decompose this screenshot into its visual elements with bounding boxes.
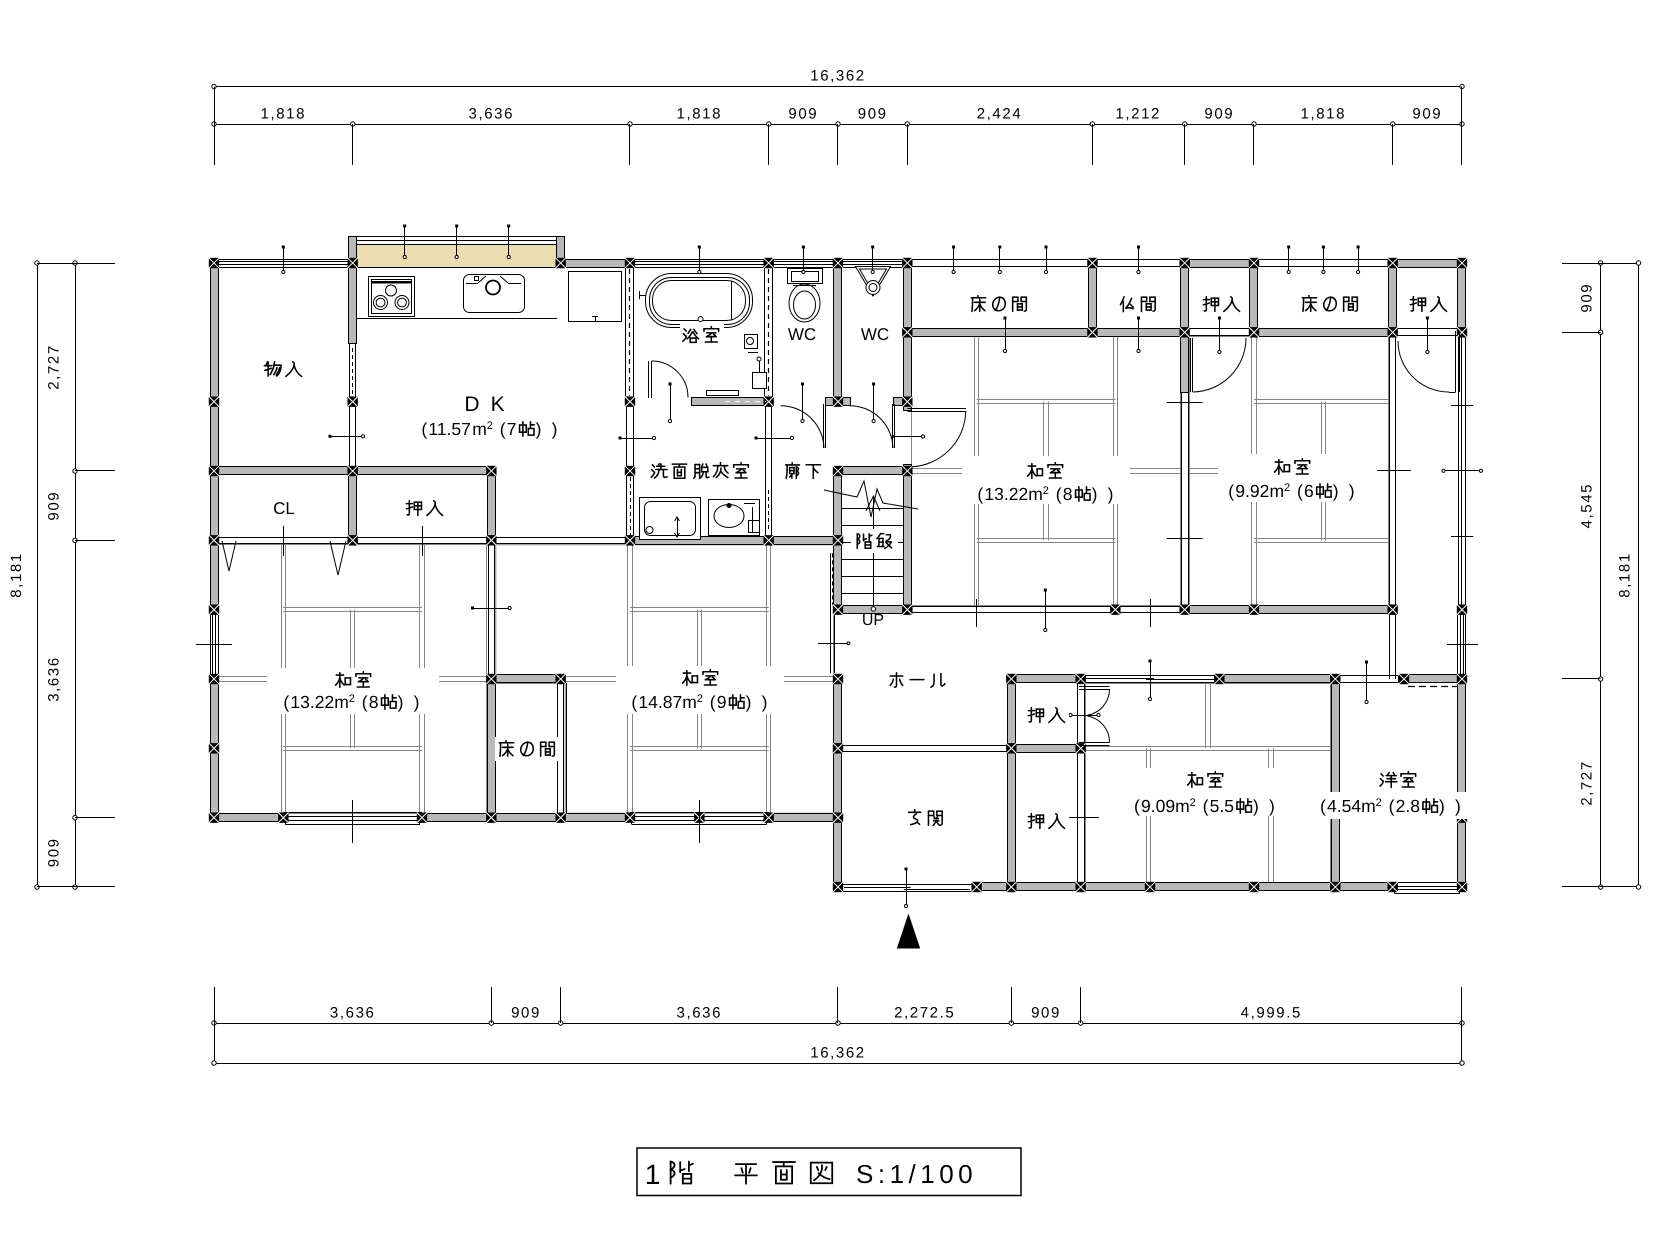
svg-text:(: ( bbox=[283, 692, 289, 712]
svg-text:(: ( bbox=[1203, 796, 1209, 816]
svg-text:m: m bbox=[1175, 796, 1190, 816]
svg-text:): ) bbox=[1333, 481, 1339, 501]
svg-text:11.57: 11.57 bbox=[428, 419, 471, 439]
svg-text:m: m bbox=[334, 692, 349, 712]
svg-text:(: ( bbox=[500, 419, 506, 439]
svg-text:): ) bbox=[536, 419, 542, 439]
svg-text:3,636: 3,636 bbox=[469, 106, 515, 123]
svg-text:(: ( bbox=[631, 692, 637, 712]
svg-text:m: m bbox=[1361, 796, 1376, 816]
svg-text:): ) bbox=[1455, 796, 1461, 816]
svg-text:909: 909 bbox=[45, 837, 62, 867]
svg-text:): ) bbox=[1092, 484, 1098, 504]
svg-text:2,424: 2,424 bbox=[977, 106, 1023, 123]
svg-text:909: 909 bbox=[46, 491, 63, 521]
svg-text:6: 6 bbox=[1304, 481, 1314, 501]
svg-text:4,999.5: 4,999.5 bbox=[1241, 1005, 1302, 1022]
svg-text:2: 2 bbox=[1190, 797, 1196, 809]
svg-text:(: ( bbox=[362, 692, 368, 712]
svg-text:): ) bbox=[1108, 484, 1114, 504]
svg-text:): ) bbox=[398, 692, 404, 712]
svg-text:2: 2 bbox=[1376, 797, 1382, 809]
svg-text:2,727: 2,727 bbox=[46, 344, 63, 390]
svg-text:): ) bbox=[762, 692, 768, 712]
svg-text:2: 2 bbox=[349, 693, 355, 705]
svg-text:8: 8 bbox=[369, 692, 379, 712]
svg-text:S:1/100: S:1/100 bbox=[856, 1159, 977, 1189]
svg-text:909: 909 bbox=[511, 1005, 541, 1022]
svg-text:3,636: 3,636 bbox=[330, 1005, 376, 1022]
svg-text:909: 909 bbox=[858, 106, 888, 123]
svg-text:2: 2 bbox=[487, 420, 493, 432]
svg-text:): ) bbox=[1349, 481, 1355, 501]
svg-text:9.92: 9.92 bbox=[1235, 481, 1269, 501]
svg-text:(: ( bbox=[710, 692, 716, 712]
svg-text:4.54: 4.54 bbox=[1327, 796, 1361, 816]
svg-text:16,362: 16,362 bbox=[810, 1045, 865, 1062]
svg-text:909: 909 bbox=[1412, 106, 1442, 123]
svg-text:): ) bbox=[1269, 796, 1275, 816]
svg-text:WC: WC bbox=[861, 325, 889, 344]
svg-text:909: 909 bbox=[1204, 106, 1234, 123]
svg-text:8,181: 8,181 bbox=[8, 552, 25, 598]
svg-text:2: 2 bbox=[1284, 482, 1290, 494]
svg-text:m: m bbox=[682, 692, 697, 712]
svg-text:): ) bbox=[1439, 796, 1445, 816]
svg-text:3,636: 3,636 bbox=[46, 656, 63, 702]
svg-text:CL: CL bbox=[273, 499, 295, 518]
svg-text:14.87: 14.87 bbox=[638, 692, 682, 712]
svg-text:UP: UP bbox=[862, 612, 884, 629]
svg-text:909: 909 bbox=[788, 106, 818, 123]
svg-text:2.8: 2.8 bbox=[1396, 796, 1420, 816]
svg-text:2,727: 2,727 bbox=[1579, 760, 1596, 806]
svg-text:(: ( bbox=[421, 419, 427, 439]
svg-text:8: 8 bbox=[1063, 484, 1073, 504]
svg-text:(: ( bbox=[1228, 481, 1234, 501]
svg-text:8,181: 8,181 bbox=[1617, 552, 1634, 598]
svg-text:1: 1 bbox=[645, 1159, 661, 1190]
svg-text:2,272.5: 2,272.5 bbox=[894, 1005, 955, 1022]
svg-text:16,362: 16,362 bbox=[810, 68, 865, 85]
svg-text:DK: DK bbox=[464, 393, 515, 416]
svg-text:1,212: 1,212 bbox=[1115, 106, 1161, 123]
svg-text:): ) bbox=[414, 692, 420, 712]
svg-text:(: ( bbox=[1320, 796, 1326, 816]
svg-text:9.09: 9.09 bbox=[1141, 796, 1175, 816]
svg-text:1,818: 1,818 bbox=[1301, 106, 1347, 123]
svg-text:1,818: 1,818 bbox=[261, 106, 307, 123]
svg-text:): ) bbox=[746, 692, 752, 712]
svg-text:1,818: 1,818 bbox=[677, 106, 723, 123]
svg-text:(: ( bbox=[1134, 796, 1140, 816]
svg-text:7: 7 bbox=[507, 419, 517, 439]
svg-text:): ) bbox=[1253, 796, 1259, 816]
svg-text:13.22: 13.22 bbox=[984, 484, 1028, 504]
svg-text:(: ( bbox=[977, 484, 983, 504]
svg-text:9: 9 bbox=[717, 692, 727, 712]
svg-text:m: m bbox=[472, 419, 487, 439]
svg-text:2: 2 bbox=[1043, 485, 1049, 497]
svg-text:5.5: 5.5 bbox=[1210, 796, 1234, 816]
svg-text:(: ( bbox=[1056, 484, 1062, 504]
svg-text:4,545: 4,545 bbox=[1579, 483, 1596, 529]
svg-text:(: ( bbox=[1389, 796, 1395, 816]
svg-text:WC: WC bbox=[788, 325, 816, 344]
svg-text:909: 909 bbox=[1579, 283, 1596, 313]
svg-text:909: 909 bbox=[1031, 1005, 1061, 1022]
svg-text:m: m bbox=[1028, 484, 1043, 504]
svg-text:(: ( bbox=[1297, 481, 1303, 501]
svg-text:13.22: 13.22 bbox=[290, 692, 334, 712]
svg-text:2: 2 bbox=[697, 693, 703, 705]
svg-text:3,636: 3,636 bbox=[677, 1005, 723, 1022]
svg-text:m: m bbox=[1270, 481, 1285, 501]
svg-text:): ) bbox=[552, 419, 558, 439]
